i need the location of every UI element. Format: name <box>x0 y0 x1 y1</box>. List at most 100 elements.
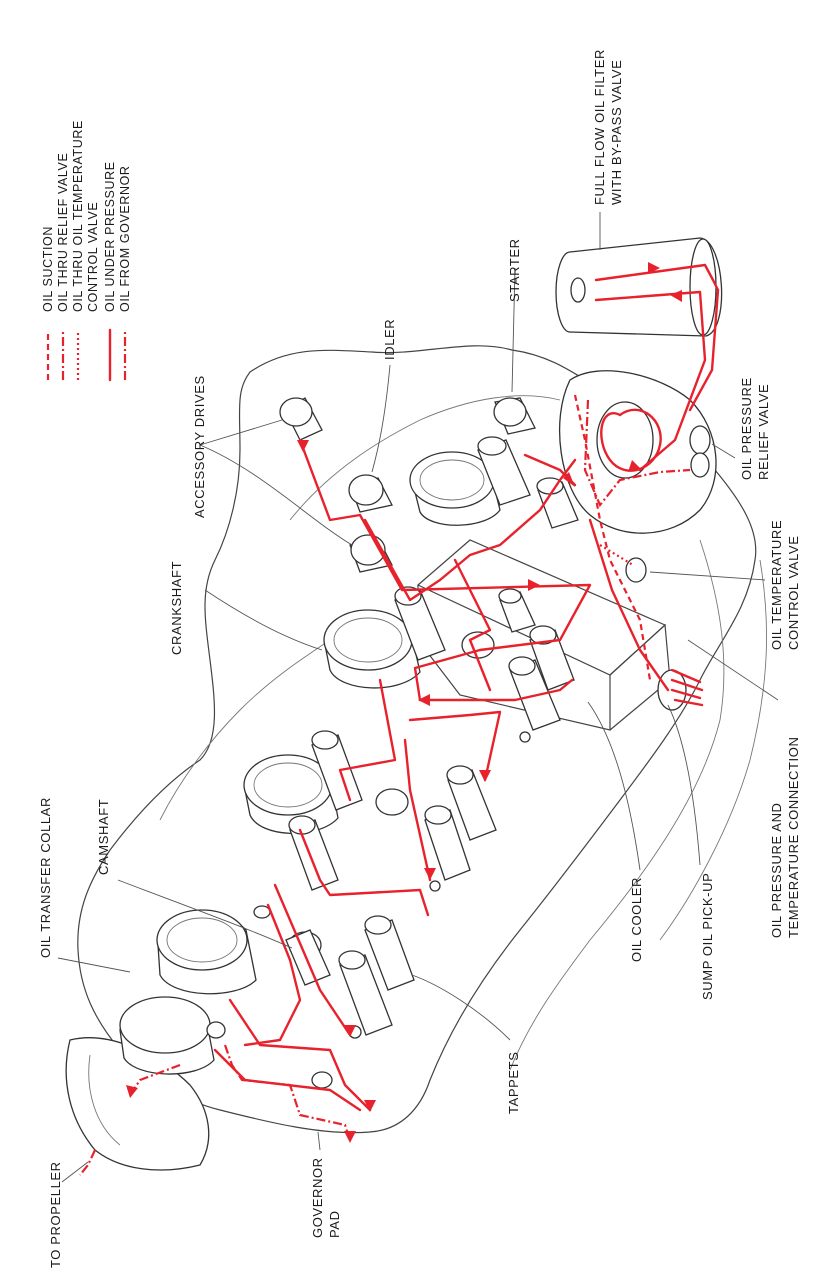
flow-cam <box>403 738 432 882</box>
leader-camshaft <box>117 879 293 949</box>
legend-swatches <box>46 328 127 382</box>
tappet-10 <box>364 915 415 991</box>
crank-journal-1 <box>409 451 501 526</box>
legend-label-pressure: OIL UNDER PRESSURE <box>103 161 117 312</box>
label-tappets: TAPPETS <box>506 1052 521 1114</box>
flow-suction <box>573 394 652 681</box>
legend-label-temp-2: CONTROL VALVE <box>86 202 100 312</box>
pump-housing <box>559 370 717 534</box>
flange-inner <box>88 1054 121 1146</box>
camshaft <box>285 631 495 986</box>
flow-collar-feed <box>243 903 302 1047</box>
leader-idler <box>371 364 391 473</box>
flow-sump <box>670 668 704 707</box>
oil-filter <box>555 237 723 337</box>
flow-front-gallery <box>273 883 352 1037</box>
legend-label-relief: OIL THRU RELIEF VALVE <box>56 153 70 312</box>
label-relief-1: OIL PRESSURE <box>739 377 754 480</box>
legend-label-temp: OIL THRU OIL TEMPERATURE <box>71 120 85 312</box>
flow-filter-out <box>594 290 707 472</box>
arrow-1 <box>648 262 660 274</box>
cam-bearing-1 <box>375 788 409 816</box>
tappet-8 <box>424 805 471 881</box>
arrow-8 <box>344 1025 356 1037</box>
label-camshaft: CAMSHAFT <box>96 799 111 875</box>
tappets <box>288 436 579 1036</box>
flow-to-cooler <box>588 518 670 692</box>
label-oil-cooler: OIL COOLER <box>629 877 644 962</box>
leader-cooler <box>587 701 641 871</box>
tappet-12 <box>498 588 536 633</box>
arrow-4 <box>528 579 540 591</box>
label-sump: SUMP OIL PICK-UP <box>700 873 715 1000</box>
arrow-12 <box>563 472 575 487</box>
label-temp-1: OIL TEMPERATURE <box>769 520 784 650</box>
tappet-4 <box>529 625 575 691</box>
leader-governor <box>317 1131 321 1151</box>
flow-crank-1 <box>453 558 492 692</box>
idler-gear <box>348 474 393 513</box>
label-to-propeller: TO PROPELLER <box>48 1161 63 1268</box>
case-contour-3 <box>509 539 725 1071</box>
arrow-2 <box>670 290 682 302</box>
label-governor-1: GOVERNOR <box>310 1157 325 1238</box>
legend: OIL SUCTION OIL THRU RELIEF VALVE OIL TH… <box>41 120 132 382</box>
tappet-9 <box>288 815 339 891</box>
arrow-7 <box>424 868 436 880</box>
crank-journal-2 <box>323 609 421 689</box>
accessory-drive-upper <box>279 397 323 441</box>
flow-lower-feed <box>213 1048 362 1112</box>
small-fittings <box>206 557 687 1089</box>
label-idler: IDLER <box>382 319 397 360</box>
filter-stem <box>570 277 586 303</box>
tappet-1 <box>477 436 531 506</box>
arrow-6 <box>479 770 491 782</box>
temp-control-valve-body <box>625 557 647 583</box>
flow-tappet-upper <box>408 710 502 782</box>
arrow-9 <box>364 1100 376 1112</box>
cooler-end <box>609 623 671 731</box>
case-contour-1 <box>289 395 561 521</box>
label-oil-transfer-collar: OIL TRANSFER COLLAR <box>38 797 53 958</box>
label-governor-2: PAD <box>327 1210 342 1238</box>
flow-crank-2 <box>338 678 397 802</box>
leader-crankshaft <box>204 589 323 651</box>
arrow-5 <box>418 694 430 706</box>
arrow-10 <box>126 1085 138 1098</box>
leader-starter <box>511 267 516 393</box>
tappet-7 <box>446 765 497 841</box>
leader-collar <box>57 957 131 973</box>
pump-gear <box>596 401 654 479</box>
label-temp-2: CONTROL VALVE <box>786 536 801 650</box>
crank-journal-3 <box>243 754 339 835</box>
leader-press-conn <box>687 639 779 701</box>
crankshaft <box>119 451 501 1075</box>
flow-from-governor <box>223 1044 352 1141</box>
label-relief-2: RELIEF VALVE <box>756 384 771 480</box>
relief-valve-body <box>689 425 711 455</box>
flow-pump-loop <box>600 408 662 472</box>
flow-filter-in <box>594 263 720 412</box>
tappet-6 <box>311 730 363 811</box>
arrow-11 <box>344 1131 356 1143</box>
tappet-2 <box>536 477 579 529</box>
arrow-13 <box>628 460 640 472</box>
cam-lobe <box>285 929 331 986</box>
leader-temp <box>649 571 766 581</box>
starter-gear <box>493 397 536 435</box>
leader-sump <box>667 704 701 866</box>
flow-relief <box>583 399 691 508</box>
legend-label-governor: OIL FROM GOVERNOR <box>118 165 132 312</box>
leader-tappets <box>411 974 511 1041</box>
flow-crank-3 <box>298 828 430 917</box>
accessory-drive-lower <box>349 534 393 573</box>
leader-relief <box>711 443 736 459</box>
arrow-3 <box>297 440 309 452</box>
flow-idler-feed <box>363 458 577 602</box>
label-accessory-drives: ACCESSORY DRIVES <box>192 375 207 518</box>
case-contour-2 <box>159 639 331 821</box>
label-crankshaft: CRANKSHAFT <box>169 561 184 655</box>
label-filter-1: FULL FLOW OIL FILTER <box>592 49 607 205</box>
